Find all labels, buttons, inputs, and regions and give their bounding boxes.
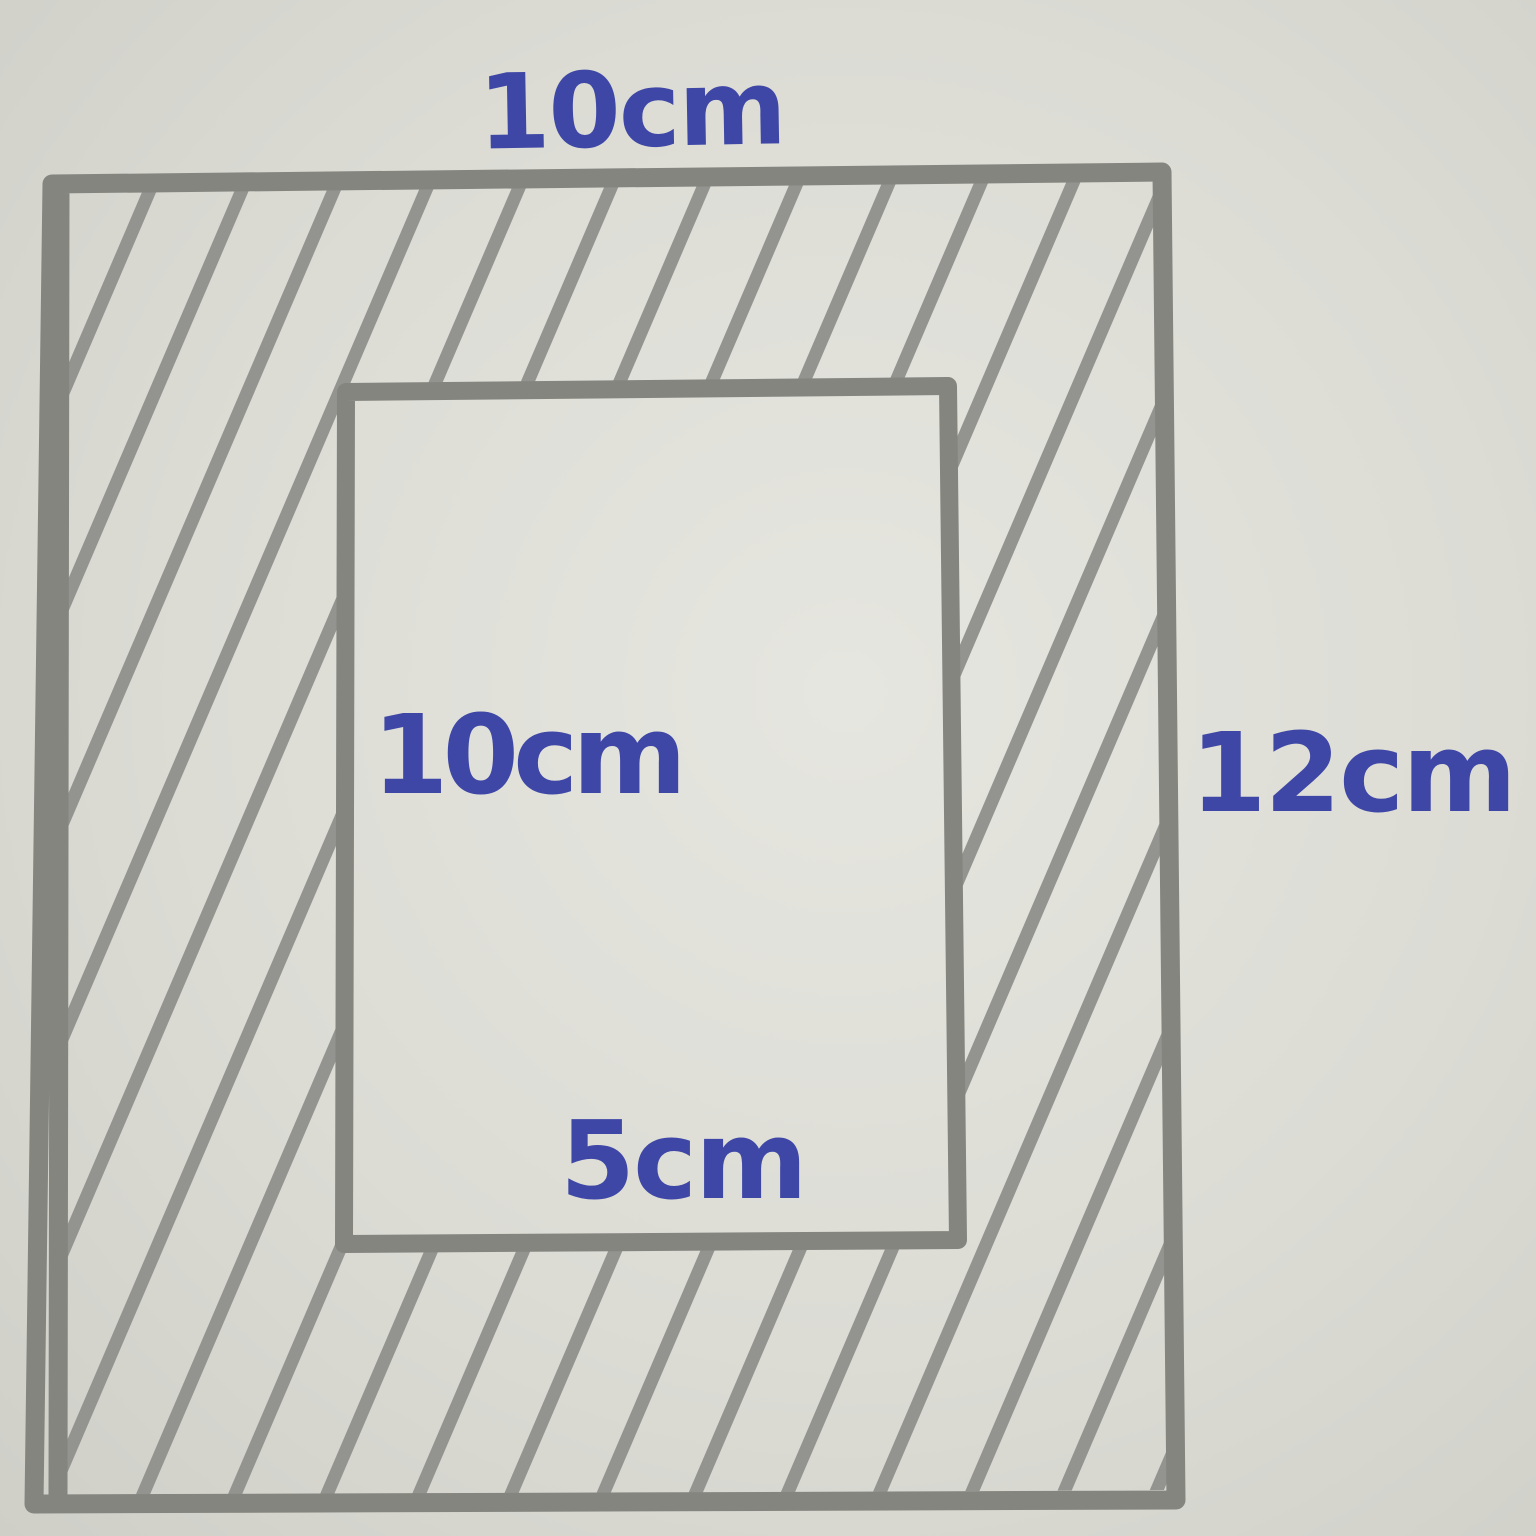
hatch-stroke [769, 178, 1170, 1496]
hatch-stroke [1045, 178, 1170, 1496]
outer-width-label: 10cm [476, 46, 786, 174]
inner-height-label: 10cm [372, 691, 687, 819]
hatch-stroke [217, 178, 831, 1496]
outer-height-label: 12cm [1190, 709, 1517, 837]
hatch-stroke [125, 178, 739, 1496]
hatch-stroke [585, 178, 1170, 1496]
hatch-stroke [62, 178, 555, 1496]
hatch-stroke [953, 178, 1170, 1496]
hatch-stroke [62, 178, 187, 1496]
hatch-stroke [62, 178, 279, 1496]
inner-width-label: 5cm [560, 1099, 808, 1224]
hatch-stroke [493, 178, 1107, 1496]
inner-rectangle [335, 377, 967, 1253]
hatch-stroke [677, 178, 1170, 1496]
hatch-stroke [62, 178, 463, 1496]
hatch-stroke [309, 178, 923, 1496]
hatch-stroke [1512, 120, 1536, 1520]
outer-rectangle [24, 162, 1186, 1514]
hatch-stroke [401, 178, 1015, 1496]
